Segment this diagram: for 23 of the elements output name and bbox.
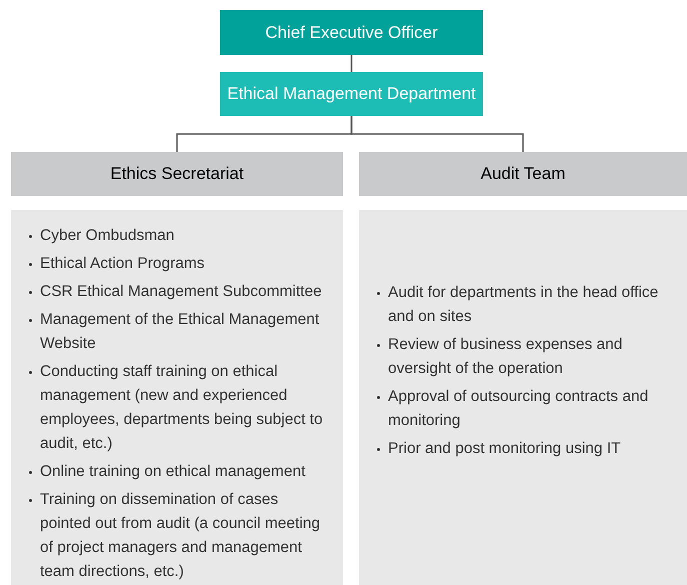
team-header-box — [359, 152, 687, 196]
duties-panel — [11, 210, 343, 585]
connector-line — [350, 116, 524, 152]
list-item: Audit for departments in the head office and on sites — [377, 280, 675, 328]
list-item: Prior and post monitoring using IT — [377, 436, 675, 460]
list-item: Cyber Ombudsman — [29, 224, 333, 248]
list-item: Training on dissemination of cases pointed out from audit (a council meeting of project managers and management team directions, etc.) — [29, 488, 333, 584]
list-item: Online training on ethical management — [29, 460, 333, 484]
list-item: Conducting staff training on ethical management (new and experienced employees, departments being subject to audit, etc.) — [29, 360, 333, 456]
box-title: Ethical Management Department — [227, 84, 476, 104]
department-box — [220, 72, 483, 116]
connector-line — [350, 55, 352, 72]
list-item: CSR Ethical Management Subcommittee — [29, 280, 333, 304]
list-item: Ethical Action Programs — [29, 252, 333, 276]
list-item: Review of business expenses and oversight of the operation — [377, 332, 675, 380]
box-title: Ethics Secretariat — [110, 164, 244, 184]
list-item: Management of the Ethical Management Website — [29, 308, 333, 356]
box-title: Audit Team — [480, 164, 566, 184]
list-item: Approval of outsourcing contracts and monitoring — [377, 384, 675, 432]
box-title: Chief Executive Officer — [265, 22, 438, 42]
team-header-box — [11, 152, 343, 196]
duties-panel — [359, 210, 687, 585]
executive-box — [220, 10, 483, 55]
